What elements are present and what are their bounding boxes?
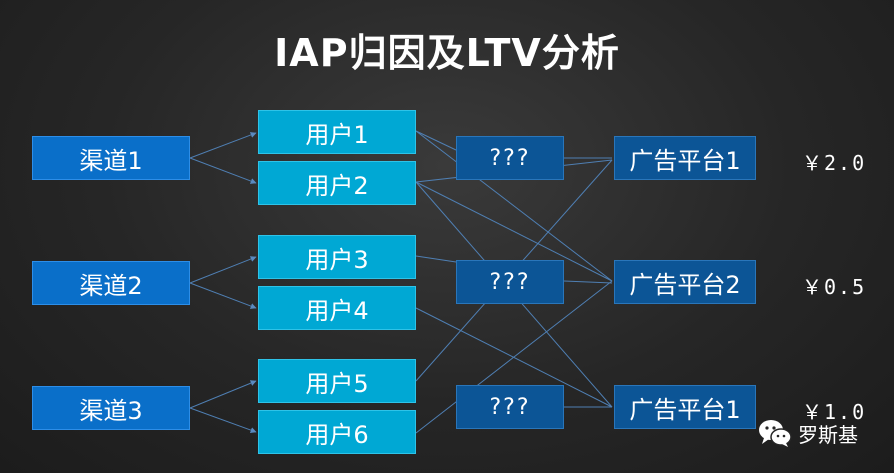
channel-1-box: 渠道1 (32, 136, 190, 180)
arrow-channel1-user2 (189, 157, 257, 184)
price-2: ￥0.5 (802, 275, 867, 299)
unknown-2-box: ??? (456, 260, 564, 304)
unknown-3-box: ??? (456, 385, 564, 429)
user-2-box: 用户2 (258, 161, 416, 205)
price-1: ￥2.0 (802, 151, 867, 175)
price-3: ￥1.0 (802, 400, 867, 424)
channel-2-box: 渠道2 (32, 261, 190, 305)
line-user1-platform2 (415, 130, 613, 282)
unknown-1-box: ??? (456, 136, 564, 180)
arrow-channel3-user6 (189, 407, 257, 433)
arrow-channel2-user3 (189, 256, 257, 284)
platform-1-box: 广告平台1 (614, 136, 756, 180)
user-6-box: 用户6 (258, 410, 416, 454)
line-user2-platform2 (415, 181, 613, 282)
platform-3-box: 广告平台1 (614, 385, 756, 429)
line-user6-platform2 (415, 280, 613, 434)
arrow-channel3-user5 (189, 380, 257, 409)
user-4-box: 用户4 (258, 286, 416, 330)
user-1-box: 用户1 (258, 110, 416, 154)
platform-2-box: 广告平台2 (614, 260, 756, 304)
line-unknown2-platform2 (563, 280, 613, 284)
line-user1-unknown1 (415, 130, 457, 151)
user-3-box: 用户3 (258, 235, 416, 279)
arrow-channel1-user1 (189, 132, 257, 159)
watermark: 罗斯基 (758, 418, 858, 448)
wechat-icon (759, 420, 792, 447)
line-user3-unknown2 (415, 255, 457, 263)
watermark-text: 罗斯基 (798, 422, 858, 447)
page-title: IAP归因及LTV分析 (274, 31, 620, 75)
channel-3-box: 渠道3 (32, 386, 190, 430)
user-5-box: 用户5 (258, 359, 416, 403)
arrow-channel2-user4 (189, 282, 257, 309)
